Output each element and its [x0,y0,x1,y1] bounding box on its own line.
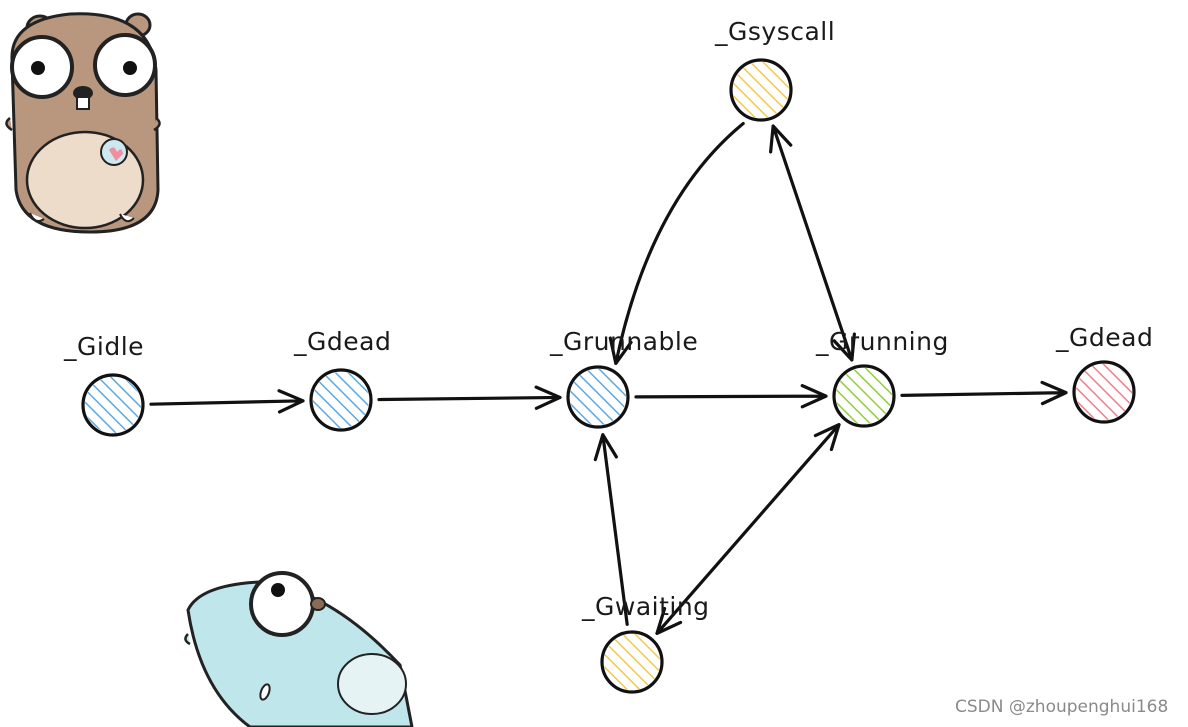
label-grunnable: _Grunnable [549,327,698,356]
node-gdead2 [1072,360,1136,424]
node-gdead1 [309,368,373,432]
node-gidle [81,373,145,437]
edge-gsyscall-to-grunning [769,124,856,362]
node-grunnable [566,365,630,429]
edge-gdead1-to-grunnable [377,385,562,410]
gopher-mascot-blue [184,571,414,727]
edge-grunnable-to-grunning [634,384,828,409]
label-gidle: _Gidle [63,332,144,361]
node-gsyscall [729,58,793,122]
watermark: CSDN @zhoupenghui168 [955,697,1168,717]
edge-gidle-to-gdead1 [149,389,305,414]
node-gwaiting [600,630,664,694]
edge-grunning-to-gdead2 [900,380,1068,406]
node-grunning [832,364,896,428]
edge-grunning-to-gwaiting [655,423,841,635]
edge-gwaiting-to-grunnable [593,433,629,626]
label-gsyscall: _Gsyscall [714,17,835,46]
label-grunning: _Grunning [815,327,949,356]
label-gdead-2: _Gdead [1055,323,1153,352]
edge-gsyscall-to-grunnable [608,121,745,366]
gopher-mascot-brown [5,12,161,234]
edges-layer [149,121,1068,635]
label-gdead-1: _Gdead [293,327,391,356]
nodes-layer [81,58,1136,694]
label-gwaiting: _Gwaiting [581,592,710,621]
